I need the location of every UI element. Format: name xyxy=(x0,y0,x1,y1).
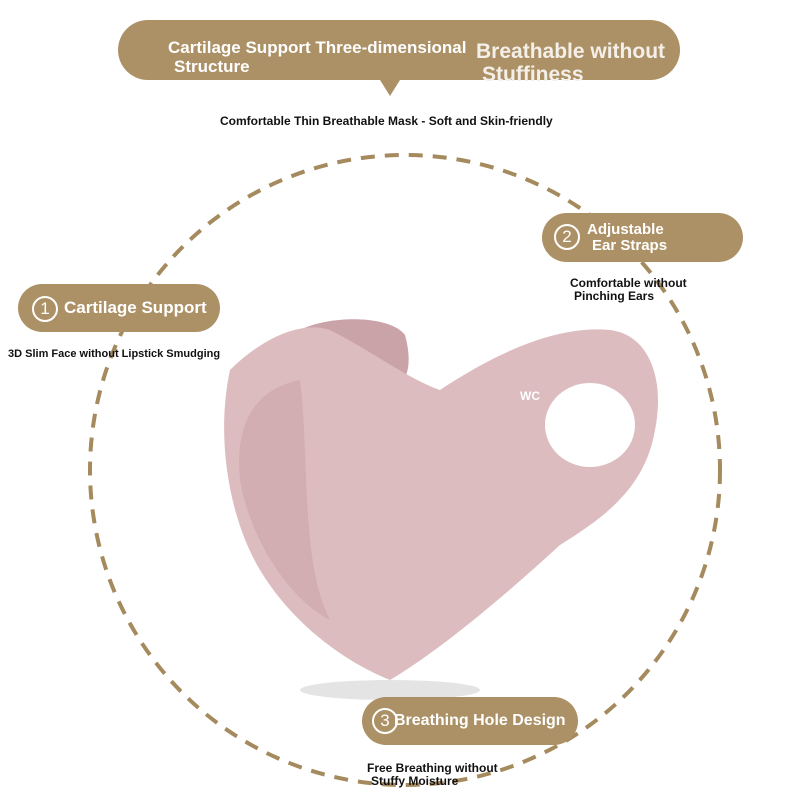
feature-1-badge: 1 Cartilage Support xyxy=(18,284,220,332)
feature-1-title: Cartilage Support xyxy=(64,298,207,317)
feature-2-caption-line2: Pinching Ears xyxy=(574,289,655,303)
mask-logo: WC xyxy=(520,389,540,403)
mask-image: WC xyxy=(224,319,659,700)
dashed-circle xyxy=(88,153,722,787)
top-banner: Cartilage Support Three-dimensional Stru… xyxy=(118,20,680,86)
feature-3-caption: Free Breathing without Stuffy Moisture xyxy=(367,762,498,788)
feature-3-caption-line2: Stuffy Moisture xyxy=(371,774,459,788)
feature-2-caption: Comfortable without Pinching Ears xyxy=(570,277,687,303)
feature-3-number: 3 xyxy=(372,707,398,734)
banner-right-line2: Stuffiness xyxy=(482,63,584,86)
feature-2-title-line1: Adjustable xyxy=(587,221,664,238)
banner-left-line2: Structure xyxy=(174,57,250,76)
feature-1-number: 1 xyxy=(32,295,58,322)
banner-left-text: Cartilage Support Three-dimensional Stru… xyxy=(168,38,467,76)
feature-2-badge: 2 Adjustable Ear Straps xyxy=(542,213,743,262)
feature-2-title-line2: Ear Straps xyxy=(592,237,668,254)
feature-3-caption-line1: Free Breathing without xyxy=(367,761,498,775)
banner-right-text: Breathable without Stuffiness xyxy=(476,40,665,86)
banner-pointer xyxy=(380,80,400,96)
subtitle: Comfortable Thin Breathable Mask - Soft … xyxy=(220,114,553,128)
feature-2-number: 2 xyxy=(554,224,580,250)
feature-2-caption-line1: Comfortable without xyxy=(570,276,687,290)
feature-3-title: Breathing Hole Design xyxy=(394,712,566,729)
banner-left-line1: Cartilage Support Three-dimensional xyxy=(168,38,467,57)
feature-1-caption: 3D Slim Face without Lipstick Smudging xyxy=(8,348,221,360)
banner-right-line1: Breathable without xyxy=(476,40,666,63)
